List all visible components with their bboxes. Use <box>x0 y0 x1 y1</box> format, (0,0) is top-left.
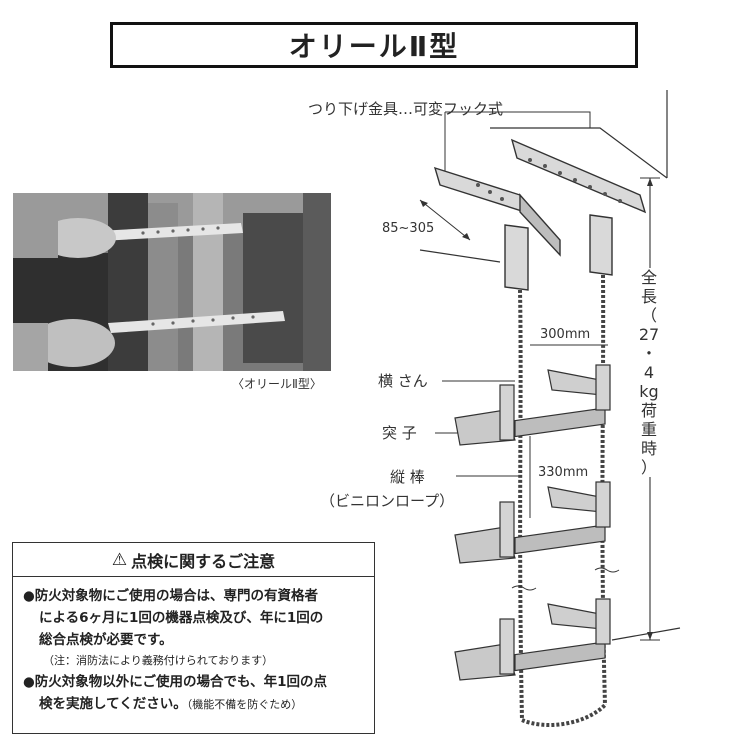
notice-heading: ⚠ 点検に関するご注意 <box>13 543 374 577</box>
rope-bottom-loop <box>521 703 607 727</box>
total-length-char: ・ <box>640 344 657 363</box>
notice-line: ●防火対象物にご使用の場合は、専門の有資格者 <box>23 588 319 604</box>
hook-leader-top <box>445 111 591 128</box>
label-width-range: 85~305 <box>382 221 435 236</box>
hook-left-arm <box>433 166 527 214</box>
photo-caption: 〈オリールⅡ型〉 <box>232 377 322 391</box>
break-marks <box>511 567 620 591</box>
total-length-char: 重 <box>640 420 657 439</box>
ground-line <box>611 627 681 641</box>
notice-line-text: 検を実施してください。 <box>39 696 187 712</box>
total-length-char: （ <box>640 306 657 325</box>
total-length-char: 全 <box>640 268 657 287</box>
ceiling-outline <box>490 127 668 179</box>
label-stopper: 突 子 <box>382 424 417 442</box>
width-arrow-start <box>420 200 428 207</box>
product-photo-illustration <box>13 193 331 371</box>
page-title-text: オリールⅡ型 <box>288 30 460 63</box>
floor-edge <box>419 249 501 263</box>
rope-right <box>600 274 607 706</box>
hook-brackets <box>433 138 647 291</box>
total-length-char: 27 <box>638 325 660 344</box>
width-arrow-end <box>462 233 470 240</box>
notice-line-last: 検を実施してください。（機能不備を防ぐため） <box>23 693 364 716</box>
total-length-char: kg <box>639 382 659 401</box>
label-post: 縦 棒 <box>390 468 425 486</box>
rope-left <box>518 289 524 721</box>
total-length-char: 時 <box>640 439 657 458</box>
label-hook: つり下げ金具…可変フック式 <box>308 100 504 118</box>
product-photo <box>13 193 331 371</box>
notice-heading-text: 点検に関するご注意 <box>131 551 276 571</box>
warning-icon: ⚠ <box>111 549 128 570</box>
rung-1 <box>454 364 611 446</box>
hook-holes <box>476 158 622 203</box>
notice-line: ●防火対象物以外にご使用の場合でも、年1回の点 <box>23 674 327 690</box>
total-length-char: 4 <box>643 363 655 382</box>
rung-2 <box>454 481 611 564</box>
hook-left-plate <box>519 193 561 257</box>
hook-right-drop <box>589 214 613 276</box>
total-length-char: ） <box>640 458 657 477</box>
notice-line: 総合点検が必要です。 <box>39 632 173 648</box>
notice-legal-note: （注：消防法により義務付けられております） <box>43 654 274 667</box>
label-rung-width: 300mm <box>540 327 591 342</box>
notice-line: による6ヶ月に1回の機器点検及び、年に1回の <box>39 610 324 626</box>
total-length-label: 全 長 （ 27 ・ 4 kg 荷 重 時 ） <box>637 268 661 477</box>
hook-left-drop <box>504 224 529 291</box>
total-length-char: 荷 <box>640 401 657 420</box>
width-dim-line <box>419 199 471 241</box>
ropes <box>518 274 607 727</box>
page-title: オリールⅡ型 <box>110 22 638 68</box>
notice-body: ●防火対象物にご使用の場合は、専門の有資格者 による6ヶ月に1回の機器点検及び、… <box>13 577 374 716</box>
notice-inline-note: （機能不備を防ぐため） <box>186 698 303 711</box>
label-post-material: （ビニロンロープ） <box>320 492 455 510</box>
inspection-notice: ⚠ 点検に関するご注意 ●防火対象物にご使用の場合は、専門の有資格者 による6ヶ… <box>12 542 375 734</box>
total-length-char: 長 <box>640 287 657 306</box>
label-rung-spacing: 330mm <box>538 465 589 480</box>
label-rung: 横 さん <box>378 372 428 390</box>
total-arrow-top <box>647 178 653 186</box>
rung-3 <box>454 598 611 681</box>
hook-right-arm <box>510 138 647 214</box>
rungs <box>454 364 611 681</box>
total-arrow-bottom <box>647 632 653 640</box>
